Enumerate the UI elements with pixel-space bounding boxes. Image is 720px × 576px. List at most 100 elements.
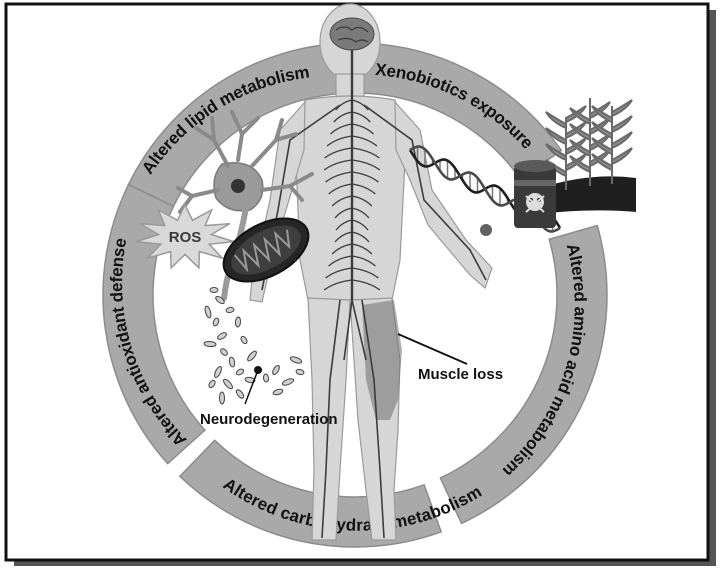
axon-fragment bbox=[225, 306, 235, 314]
plant-leaf bbox=[569, 107, 591, 126]
axon-fragment bbox=[247, 350, 257, 362]
neurodegeneration-leader bbox=[244, 369, 259, 405]
nervous-system bbox=[261, 50, 487, 539]
nerve-branch bbox=[351, 99, 369, 111]
limb-nerve bbox=[343, 299, 353, 361]
axon-fragment bbox=[240, 335, 248, 345]
nerve-branch bbox=[351, 255, 376, 267]
nerve-branch bbox=[335, 219, 353, 231]
plant-leaf bbox=[611, 131, 633, 150]
limb-nerve bbox=[361, 299, 385, 539]
neuron-dendrite bbox=[240, 116, 260, 136]
axon-fragment bbox=[234, 316, 242, 328]
plant-leaf bbox=[611, 115, 633, 134]
nerve-branch bbox=[333, 111, 353, 123]
plant-leaf bbox=[591, 153, 613, 172]
neuron-dendrite bbox=[274, 118, 284, 142]
nerve-branch bbox=[351, 207, 370, 219]
plant-leaf bbox=[591, 137, 613, 156]
crop-plants-icon bbox=[545, 98, 633, 190]
degenerating-axon bbox=[203, 287, 305, 405]
plant-leaf bbox=[569, 139, 591, 158]
neuron-dendrite bbox=[288, 184, 304, 202]
nerve-branch bbox=[324, 147, 353, 159]
nerve-branch bbox=[326, 135, 353, 147]
nerve-branch bbox=[334, 207, 353, 219]
axon-fragment bbox=[223, 378, 233, 390]
nerve-branch bbox=[351, 219, 369, 231]
axon-fragment bbox=[235, 389, 245, 399]
nerve-branch bbox=[351, 171, 379, 183]
axon-fragment bbox=[220, 348, 228, 356]
axon-fragment bbox=[215, 295, 225, 305]
muscle-loss-leader bbox=[397, 333, 468, 365]
nerve-branch bbox=[351, 111, 371, 123]
ring-segment-antiox bbox=[102, 183, 206, 465]
nerve-branch bbox=[330, 123, 353, 135]
toxic-barrel-icon bbox=[514, 160, 556, 228]
axon-fragment bbox=[295, 368, 305, 376]
nerve-branch bbox=[325, 267, 353, 279]
dna-end-dot bbox=[480, 224, 492, 236]
mitochondrion-icon bbox=[222, 217, 310, 283]
nerve-branch bbox=[351, 267, 379, 279]
muscle-loss-region bbox=[362, 300, 402, 420]
nerve-branch bbox=[351, 279, 381, 291]
axon-fragment bbox=[262, 373, 270, 383]
torso bbox=[295, 95, 406, 301]
axon-fragment bbox=[212, 317, 220, 327]
nerve-branch bbox=[351, 243, 373, 255]
human-body-figure bbox=[249, 3, 493, 541]
plant-leaf bbox=[611, 99, 633, 118]
nerve-branch bbox=[334, 231, 353, 243]
brain-icon bbox=[329, 17, 375, 51]
plant-leaf bbox=[545, 143, 567, 162]
plant-leaf bbox=[569, 123, 591, 142]
neuron-dendrite bbox=[210, 116, 216, 142]
axon-fragment bbox=[272, 388, 284, 396]
neuron-nucleus bbox=[231, 179, 245, 193]
axon-fragment bbox=[289, 356, 303, 364]
nerve-branch bbox=[351, 123, 374, 135]
nerve-branch bbox=[328, 183, 353, 195]
axon-fragment bbox=[203, 340, 217, 348]
axon-fragment bbox=[214, 365, 222, 379]
soil bbox=[540, 176, 636, 214]
limb-nerve bbox=[351, 299, 367, 361]
ring-segment-xeno bbox=[361, 42, 563, 181]
nerve-branch bbox=[328, 255, 353, 267]
limb-nerve bbox=[321, 299, 341, 539]
axon-fragment bbox=[228, 356, 236, 368]
axon-fragment bbox=[208, 379, 216, 389]
axon-fragment bbox=[209, 287, 219, 293]
plant-leaf bbox=[545, 111, 567, 130]
plant-leaf bbox=[591, 105, 613, 124]
axon-fragment bbox=[218, 391, 226, 405]
plant-leaf bbox=[591, 121, 613, 140]
axon-fragment bbox=[272, 365, 280, 375]
nerve-branch bbox=[331, 243, 353, 255]
right-arm bbox=[394, 100, 493, 290]
nerve-branch bbox=[351, 183, 376, 195]
ring-segment-amino bbox=[439, 224, 608, 525]
nerve-branch bbox=[331, 195, 353, 207]
nerve-branch bbox=[323, 279, 353, 291]
nerve-branch bbox=[351, 147, 380, 159]
nerve-branch bbox=[351, 231, 370, 243]
ros-burst-icon bbox=[135, 203, 235, 270]
axon-fragment bbox=[204, 305, 212, 319]
nerve-branch bbox=[351, 159, 381, 171]
plant-leaf bbox=[611, 147, 633, 166]
axon-fragment bbox=[235, 368, 245, 376]
plant-leaf bbox=[545, 127, 567, 146]
ros-label: ROS bbox=[169, 229, 202, 246]
axon-fragment bbox=[217, 332, 227, 340]
nerve-branch bbox=[323, 159, 353, 171]
plant-leaf bbox=[569, 155, 591, 174]
muscle-loss-label: Muscle loss bbox=[418, 366, 503, 383]
nerve-branch bbox=[335, 99, 353, 111]
nerve-branch bbox=[351, 135, 378, 147]
axon-fragment bbox=[244, 376, 256, 384]
